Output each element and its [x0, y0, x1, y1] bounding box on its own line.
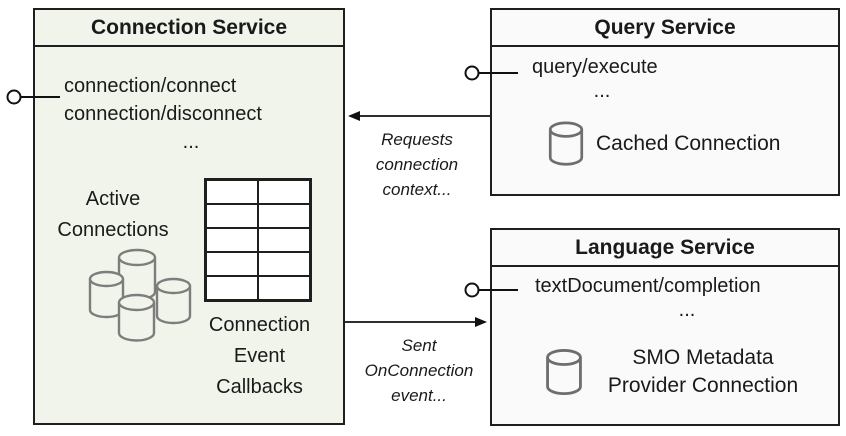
callbacks-table — [204, 178, 312, 302]
table-cell — [206, 180, 258, 204]
query-service-box: Query Service query/execute ... Cached C… — [490, 8, 840, 196]
connection-service-box: Connection Service connection/connect co… — [33, 8, 345, 425]
active-connections-databases-icon — [88, 246, 194, 344]
methods-ellipsis: ... — [593, 80, 611, 102]
requests-connection-context-label: Requests connection context... — [375, 130, 459, 199]
cached-connection-label: Cached Connection — [596, 132, 781, 155]
table-cell — [258, 252, 310, 276]
table-cell — [206, 252, 258, 276]
smo-metadata-connection-label: SMO Metadata Provider Connection — [607, 346, 799, 397]
table-cell — [206, 228, 258, 252]
sent-onconnection-event-label: Sent OnConnection event... — [364, 336, 474, 405]
method-query-execute: query/execute — [532, 56, 658, 78]
connection-service-title: Connection Service — [35, 10, 343, 47]
database-icon — [90, 272, 123, 317]
table-cell — [206, 276, 258, 300]
methods-ellipsis: ... — [182, 131, 200, 153]
database-icon — [119, 250, 155, 300]
method-connection-connect: connection/connect — [64, 75, 237, 97]
method-connection-disconnect: connection/disconnect — [64, 103, 262, 125]
smo-metadata-connection-row: SMO Metadata Provider Connection — [545, 344, 809, 400]
table-cell — [258, 228, 310, 252]
database-icon — [546, 348, 582, 395]
table-cell — [258, 276, 310, 300]
methods-ellipsis: ... — [678, 299, 696, 321]
table-cell — [258, 204, 310, 228]
database-icon — [119, 295, 154, 341]
language-service-title: Language Service — [492, 230, 838, 267]
query-service-methods: query/execute ... — [532, 55, 672, 103]
cached-connection-row: Cached Connection — [548, 120, 780, 168]
language-service-box: Language Service textDocument/completion… — [490, 228, 840, 426]
table-cell — [206, 204, 258, 228]
table-cell — [258, 180, 310, 204]
active-connections-label: Active Connections — [57, 188, 169, 241]
query-service-title: Query Service — [492, 10, 838, 47]
connection-service-methods: connection/connect connection/disconnect… — [64, 72, 318, 156]
database-icon — [157, 279, 190, 323]
database-icon — [548, 121, 584, 166]
method-textdocument-completion: textDocument/completion — [535, 275, 761, 297]
connection-event-callbacks-label: Connection Event Callbacks — [208, 314, 311, 398]
language-service-methods: textDocument/completion ... — [535, 274, 839, 322]
